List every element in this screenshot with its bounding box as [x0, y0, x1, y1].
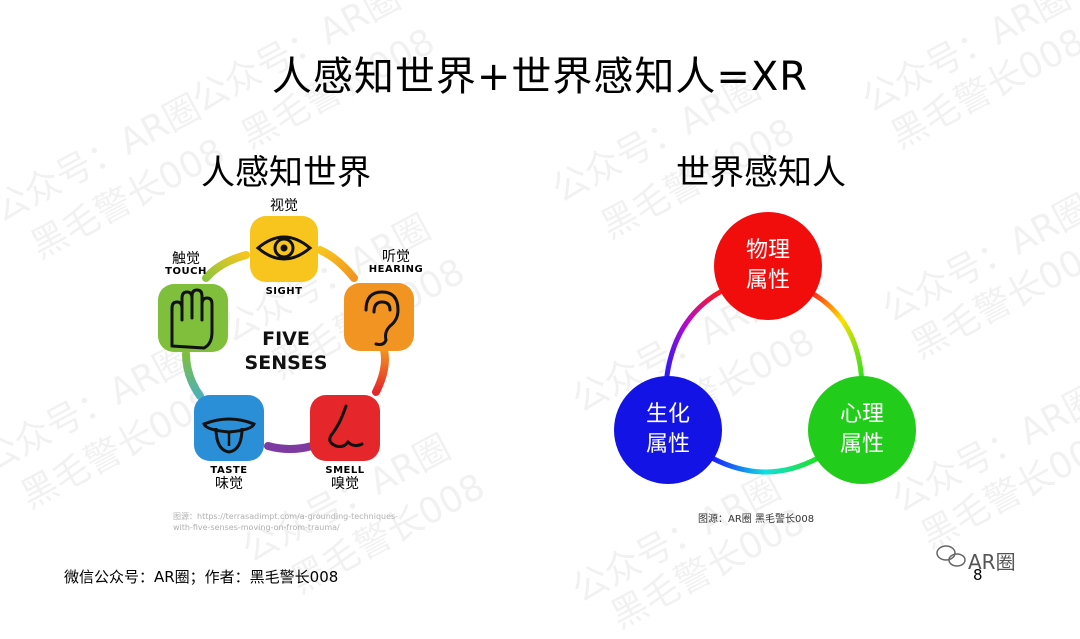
physical-circle: [714, 212, 822, 320]
five-senses-diagram: [158, 212, 966, 567]
physical-attribute-label: 物理 属性: [745, 238, 790, 293]
touch-label: 触觉 TOUCH: [165, 251, 207, 277]
ring-segment: [663, 289, 723, 387]
image-source-caption: 图源：https://terrasadimpt.com/a-grounding-…: [173, 512, 399, 532]
left-heading: 人感知世界: [201, 153, 371, 193]
ring-segment: [372, 346, 389, 396]
hearing-tile: [344, 283, 414, 351]
image-source-caption: 图源：AR圈 黑毛警长008: [698, 514, 815, 525]
footer-credit: 微信公众号：AR圈；作者：黑毛警长008: [64, 568, 339, 586]
ring-segment: [264, 442, 316, 453]
smell-label: SMELL 嗅觉: [325, 465, 365, 492]
biochemical-attribute-label: 生化 属性: [645, 402, 690, 457]
hearing-label: 听觉 HEARING: [368, 249, 424, 275]
taste-tile: [194, 395, 264, 461]
sight-label-en: SIGHT: [265, 286, 303, 297]
five-senses-text: FIVE SENSES: [244, 328, 328, 374]
psychological-attribute-label: 心理 属性: [839, 402, 884, 457]
slide-title: 人感知世界+世界感知人=XR: [271, 54, 809, 100]
wechat-icon: [936, 545, 966, 567]
ring-segment: [316, 246, 358, 282]
taste-label: TASTE 味觉: [210, 465, 248, 492]
sight-tile: [250, 216, 318, 282]
sight-label: 视觉: [270, 198, 298, 214]
right-heading: 世界感知人: [676, 153, 846, 193]
ring-segment: [709, 455, 821, 475]
smell-tile: [310, 395, 380, 461]
ring-segment: [202, 251, 250, 282]
touch-tile: [158, 284, 228, 352]
ring-segment: [182, 350, 204, 400]
biochemical-circle: [614, 376, 722, 484]
page-number: 8: [973, 566, 983, 584]
ring-segment: [807, 289, 865, 389]
brand-name: AR圈: [968, 550, 1016, 574]
psychological-circle: [808, 376, 916, 484]
